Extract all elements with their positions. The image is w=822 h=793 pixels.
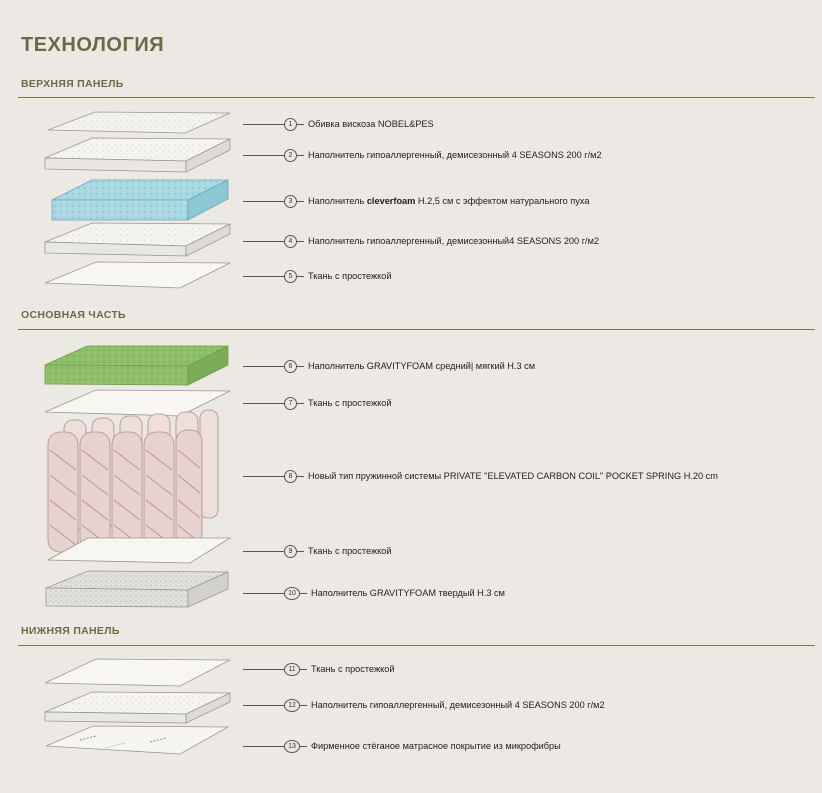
callout-11: 11 Ткань с простежкой: [243, 661, 395, 677]
layer-9-fabric: [46, 537, 232, 564]
callout-number: 2: [284, 148, 297, 162]
callout-2: 2 Наполнитель гипоаллергенный, демисезон…: [243, 147, 602, 163]
layer-6-gravityfoam: [44, 345, 229, 386]
layer-4-filler: [44, 222, 231, 257]
callout-number: 5: [284, 269, 297, 283]
callout-8: 8 Новый тип пружинной системы PRIVATE "E…: [243, 468, 718, 484]
cleverfoam-brand: cleverfoam: [366, 196, 416, 206]
callout-text: Новый тип пружинной системы PRIVATE "ELE…: [308, 471, 718, 481]
section-top-divider: [18, 97, 815, 98]
callout-text: Наполнитель cleverfoam H.2,5 см с эффект…: [308, 196, 589, 206]
callout-5: 5 Ткань с простежкой: [243, 268, 392, 284]
callout-text: Ткань с простежкой: [308, 271, 392, 281]
callout-text: Ткань с простежкой: [308, 398, 392, 408]
callout-number: 4: [284, 234, 297, 248]
callout-9: 9 Ткань с простежкой: [243, 543, 392, 559]
layer-12-filler: [44, 691, 231, 724]
section-bottom-label: НИЖНЯЯ ПАНЕЛЬ: [21, 625, 120, 637]
section-main-divider: [18, 329, 815, 330]
callout-12: 12 Наполнитель гипоаллергенный, демисезо…: [243, 697, 605, 713]
callout-text: Наполнитель гипоаллергенный, демисезонны…: [311, 700, 605, 710]
callout-number: 3: [284, 194, 297, 208]
layer-2-filler: [44, 137, 231, 173]
callout-6: 6 Наполнитель GRAVITYFOAM средний| мягки…: [243, 358, 535, 374]
callout-text-prefix: Наполнитель: [308, 196, 367, 206]
callout-10: 10 Наполнитель GRAVITYFOAM твердый H.3 с…: [243, 585, 505, 601]
callout-number: 8: [284, 469, 297, 483]
layer-1-cover: [47, 111, 231, 134]
layer-8-springs: [47, 409, 219, 553]
callout-number: 6: [284, 359, 297, 373]
callout-number: 13: [284, 739, 300, 753]
callout-4: 4 Наполнитель гипоаллергенный, демисезон…: [243, 233, 599, 249]
callout-number: 9: [284, 544, 297, 558]
callout-number: 12: [284, 698, 300, 712]
layer-7-fabric: [44, 389, 231, 417]
callout-text-suffix: H.2,5 см с эффектом натурального пуха: [415, 196, 590, 206]
layer-11-fabric: [44, 658, 231, 687]
callout-text: Обивка вискоза NOBEL&PES: [308, 119, 434, 129]
callout-text: Ткань с простежкой: [311, 664, 395, 674]
callout-text: Наполнитель GRAVITYFOAM твердый H.3 см: [311, 588, 505, 598]
callout-number: 11: [284, 662, 300, 676]
layer-13-microfiber: [45, 725, 230, 755]
section-top-label: ВЕРХНЯЯ ПАНЕЛЬ: [21, 78, 124, 90]
callout-text: Фирменное стёганое матрасное покрытие из…: [311, 741, 561, 751]
callout-number: 7: [284, 396, 297, 410]
section-bottom-divider: [18, 645, 815, 646]
callout-text: Наполнитель гипоаллергенный, демисезонны…: [308, 236, 600, 246]
callout-text: Ткань с простежкой: [308, 546, 392, 556]
callout-text: Наполнитель GRAVITYFOAM средний| мягкий …: [308, 361, 536, 371]
callout-7: 7 Ткань с простежкой: [243, 395, 392, 411]
page-title: ТЕХНОЛОГИЯ: [21, 34, 165, 56]
callout-number: 1: [284, 117, 297, 131]
callout-number: 10: [284, 586, 300, 600]
section-main-label: ОСНОВНАЯ ЧАСТЬ: [21, 309, 126, 321]
callout-text: Наполнитель гипоаллергенный, демисезонны…: [308, 150, 602, 160]
callout-13: 13 Фирменное стёганое матрасное покрытие…: [243, 738, 561, 754]
callout-3: 3 Наполнитель cleverfoam H.2,5 см с эффе…: [243, 193, 589, 209]
layer-3-cleverfoam: [51, 179, 229, 221]
callout-1: 1 Обивка вискоза NOBEL&PES: [243, 116, 434, 132]
layer-5-fabric: [44, 261, 231, 289]
layer-10-gravityfoam-hard: [45, 570, 229, 608]
